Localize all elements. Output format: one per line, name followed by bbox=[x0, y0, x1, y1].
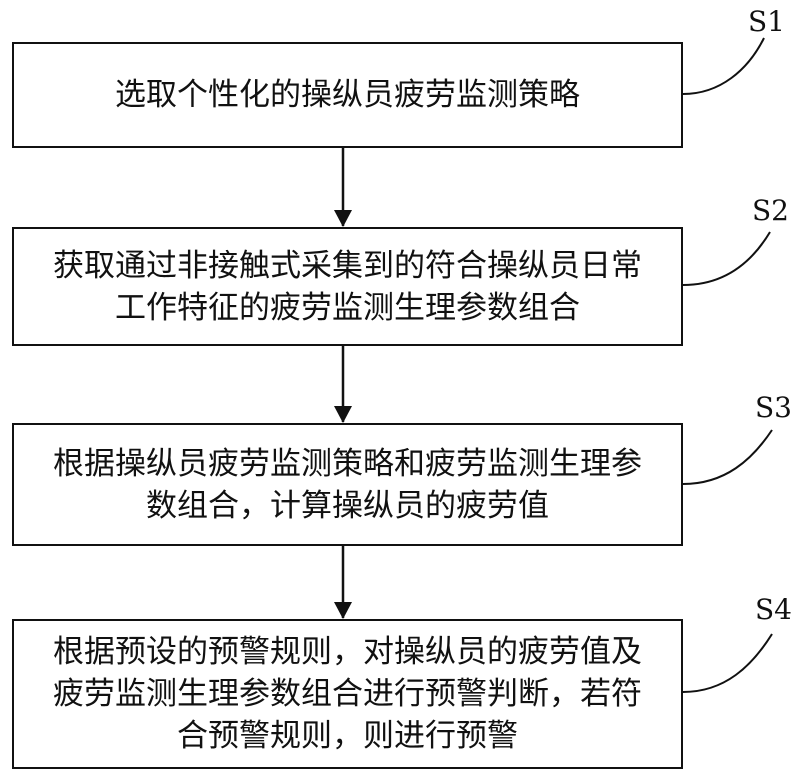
step-label-s1: S1 bbox=[748, 5, 785, 38]
arrowhead-s3-s4 bbox=[334, 602, 352, 619]
step-text-s1: 选取个性化的操纵员疲劳监测策略 bbox=[115, 77, 580, 113]
step-box-s1: 选取个性化的操纵员疲劳监测策略 bbox=[12, 42, 683, 148]
step-box-s2: 获取通过非接触式采集到的符合操纵员日常 工作特征的疲劳监测生理参数组合 bbox=[12, 227, 683, 346]
step-text-s4: 根据预设的预警规则，对操纵员的疲劳值及 疲劳监测生理参数组合进行预警判断，若符 … bbox=[53, 634, 642, 754]
step-label-s2: S2 bbox=[752, 194, 789, 227]
leader-s2 bbox=[682, 231, 771, 286]
leader-s4 bbox=[682, 633, 773, 693]
step-box-s4: 根据预设的预警规则，对操纵员的疲劳值及 疲劳监测生理参数组合进行预警判断，若符 … bbox=[12, 619, 683, 769]
arrowhead-s1-s2 bbox=[334, 210, 352, 227]
step-label-s3: S3 bbox=[755, 391, 792, 424]
step-text-s3: 根据操纵员疲劳监测策略和疲劳监测生理参 数组合，计算操纵员的疲劳值 bbox=[53, 445, 642, 524]
arrowhead-s2-s3 bbox=[334, 406, 352, 423]
step-text-s2: 获取通过非接触式采集到的符合操纵员日常 工作特征的疲劳监测生理参数组合 bbox=[53, 247, 642, 326]
step-box-s3: 根据操纵员疲劳监测策略和疲劳监测生理参 数组合，计算操纵员的疲劳值 bbox=[12, 423, 683, 546]
step-label-s4: S4 bbox=[755, 593, 792, 626]
leader-s1 bbox=[682, 37, 765, 95]
leader-s3 bbox=[682, 429, 773, 485]
